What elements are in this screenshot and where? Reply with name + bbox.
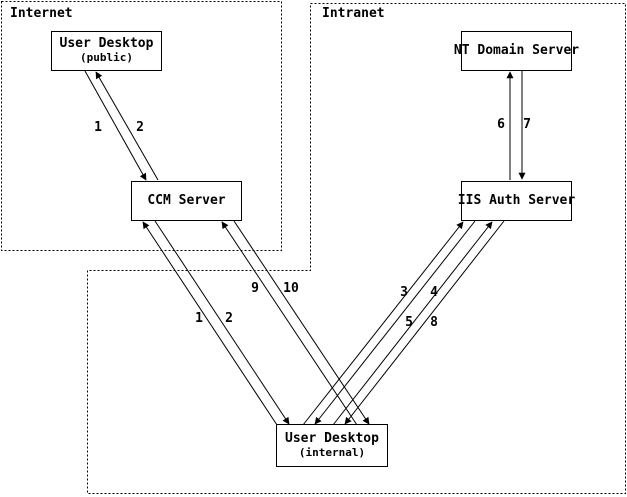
edge-label-8: 8 [430, 315, 438, 330]
edge-label-2-public: 2 [136, 120, 144, 135]
edge-label-9: 9 [251, 281, 259, 296]
edge-line-10-ccm-to-internal-desktop [233, 220, 370, 425]
edge-line-9-internal-desktop-to-ccm [221, 221, 358, 426]
edge-line-2-ccm-to-internal-desktop [154, 220, 290, 425]
node-title: User Desktop [59, 36, 154, 52]
edge-label-5: 5 [405, 315, 413, 330]
edge-line-3-internal-desktop-to-iis [302, 221, 464, 426]
edge-line-4-iis-to-internal-desktop [314, 220, 476, 425]
node-title: CCM Server [147, 192, 226, 208]
node-title: IIS Auth Server [457, 192, 576, 208]
edge-line-1-public-desktop-to-ccm [84, 70, 147, 181]
edge-line-1-internal-desktop-to-ccm [142, 221, 278, 426]
internet-region-border [1, 1, 282, 251]
intranet-region-label: Intranet [322, 6, 385, 21]
node-title: User Desktop [285, 430, 379, 446]
node-user-desktop-internal: User Desktop (internal) [276, 424, 388, 467]
node-ccm-server: CCM Server [131, 181, 242, 221]
internet-region-label: Internet [10, 6, 73, 21]
edge-label-2-internal: 2 [225, 311, 233, 326]
edge-line-2-ccm-to-public-desktop [95, 71, 159, 181]
edge-label-3: 3 [400, 285, 408, 300]
edge-label-4: 4 [430, 285, 438, 300]
edge-label-1-internal: 1 [195, 311, 203, 326]
intranet-region-border [87, 3, 626, 494]
edge-label-6: 6 [497, 117, 505, 132]
edge-label-1-public: 1 [94, 120, 102, 135]
node-nt-domain-server: NT Domain Server [454, 31, 579, 71]
edge-label-7: 7 [523, 117, 531, 132]
node-subtitle: (internal) [298, 445, 366, 459]
edge-line-5-internal-desktop-to-iis [332, 221, 493, 426]
node-subtitle: (public) [80, 51, 133, 65]
node-user-desktop-public: User Desktop (public) [51, 31, 162, 71]
node-title: NT Domain Server [453, 42, 580, 58]
node-iis-auth-server: IIS Auth Server [457, 181, 576, 221]
edge-line-8-iis-to-internal-desktop [344, 220, 505, 425]
edge-label-10: 10 [283, 281, 299, 296]
